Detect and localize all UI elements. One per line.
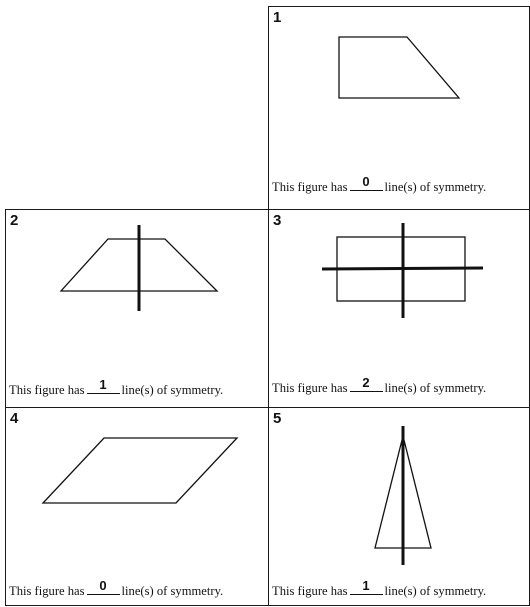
answer-value: 0 — [362, 174, 370, 189]
answer-blank: 1 — [86, 377, 120, 394]
figure-caption: This figure has 1 line(s) of symmetry. — [9, 377, 269, 398]
caption-prefix: This figure has — [272, 381, 348, 395]
figure-caption: This figure has 0 line(s) of symmetry. — [272, 174, 529, 195]
answer-blank: 2 — [349, 375, 383, 392]
caption-suffix: line(s) of symmetry. — [121, 383, 224, 397]
figure-number: 3 — [273, 212, 282, 229]
figure-caption: This figure has 0 line(s) of symmetry. — [9, 578, 269, 599]
answer-blank: 0 — [86, 578, 120, 595]
answer-blank: 1 — [349, 578, 383, 595]
figure-cell-1: 1 This figure has 0 line(s) of symmetry. — [268, 6, 530, 210]
figure-cell-3: 3 This figure has 2 line(s) of symmetry. — [268, 209, 530, 409]
trapezoid-shape — [338, 36, 461, 99]
caption-prefix: This figure has — [272, 584, 348, 598]
caption-prefix: This figure has — [272, 180, 348, 194]
parallelogram-shape — [41, 437, 239, 504]
caption-prefix: This figure has — [9, 584, 85, 598]
figure-caption: This figure has 1 line(s) of symmetry. — [272, 578, 529, 599]
figure-3-rectangle — [321, 223, 484, 318]
figure-cell-4: 4 This figure has 0 line(s) of symmetry. — [5, 407, 270, 606]
figure-number: 5 — [273, 410, 282, 427]
answer-value: 0 — [99, 578, 107, 593]
figure-number: 1 — [273, 9, 282, 26]
caption-suffix: line(s) of symmetry. — [384, 584, 487, 598]
figure-cell-5: 5 This figure has 1 line(s) of symmetry. — [268, 407, 530, 606]
symmetry-line-horizontal — [321, 266, 484, 271]
answer-value: 2 — [362, 375, 370, 390]
figure-caption: This figure has 2 line(s) of symmetry. — [272, 375, 529, 396]
trapezoid-shape — [59, 238, 219, 292]
caption-suffix: line(s) of symmetry. — [384, 180, 487, 194]
answer-value: 1 — [99, 377, 107, 392]
figure-number: 2 — [10, 212, 19, 229]
caption-suffix: line(s) of symmetry. — [121, 584, 224, 598]
answer-value: 1 — [362, 578, 370, 593]
figure-5-triangle — [374, 426, 432, 565]
caption-suffix: line(s) of symmetry. — [384, 381, 487, 395]
caption-prefix: This figure has — [9, 383, 85, 397]
figure-cell-2: 2 This figure has 1 line(s) of symmetry. — [5, 209, 270, 409]
figure-1-trapezoid — [338, 36, 461, 99]
answer-blank: 0 — [349, 174, 383, 191]
figure-number: 4 — [10, 410, 19, 427]
figure-2-isosceles-trapezoid — [59, 225, 219, 311]
figure-4-parallelogram — [41, 437, 239, 504]
